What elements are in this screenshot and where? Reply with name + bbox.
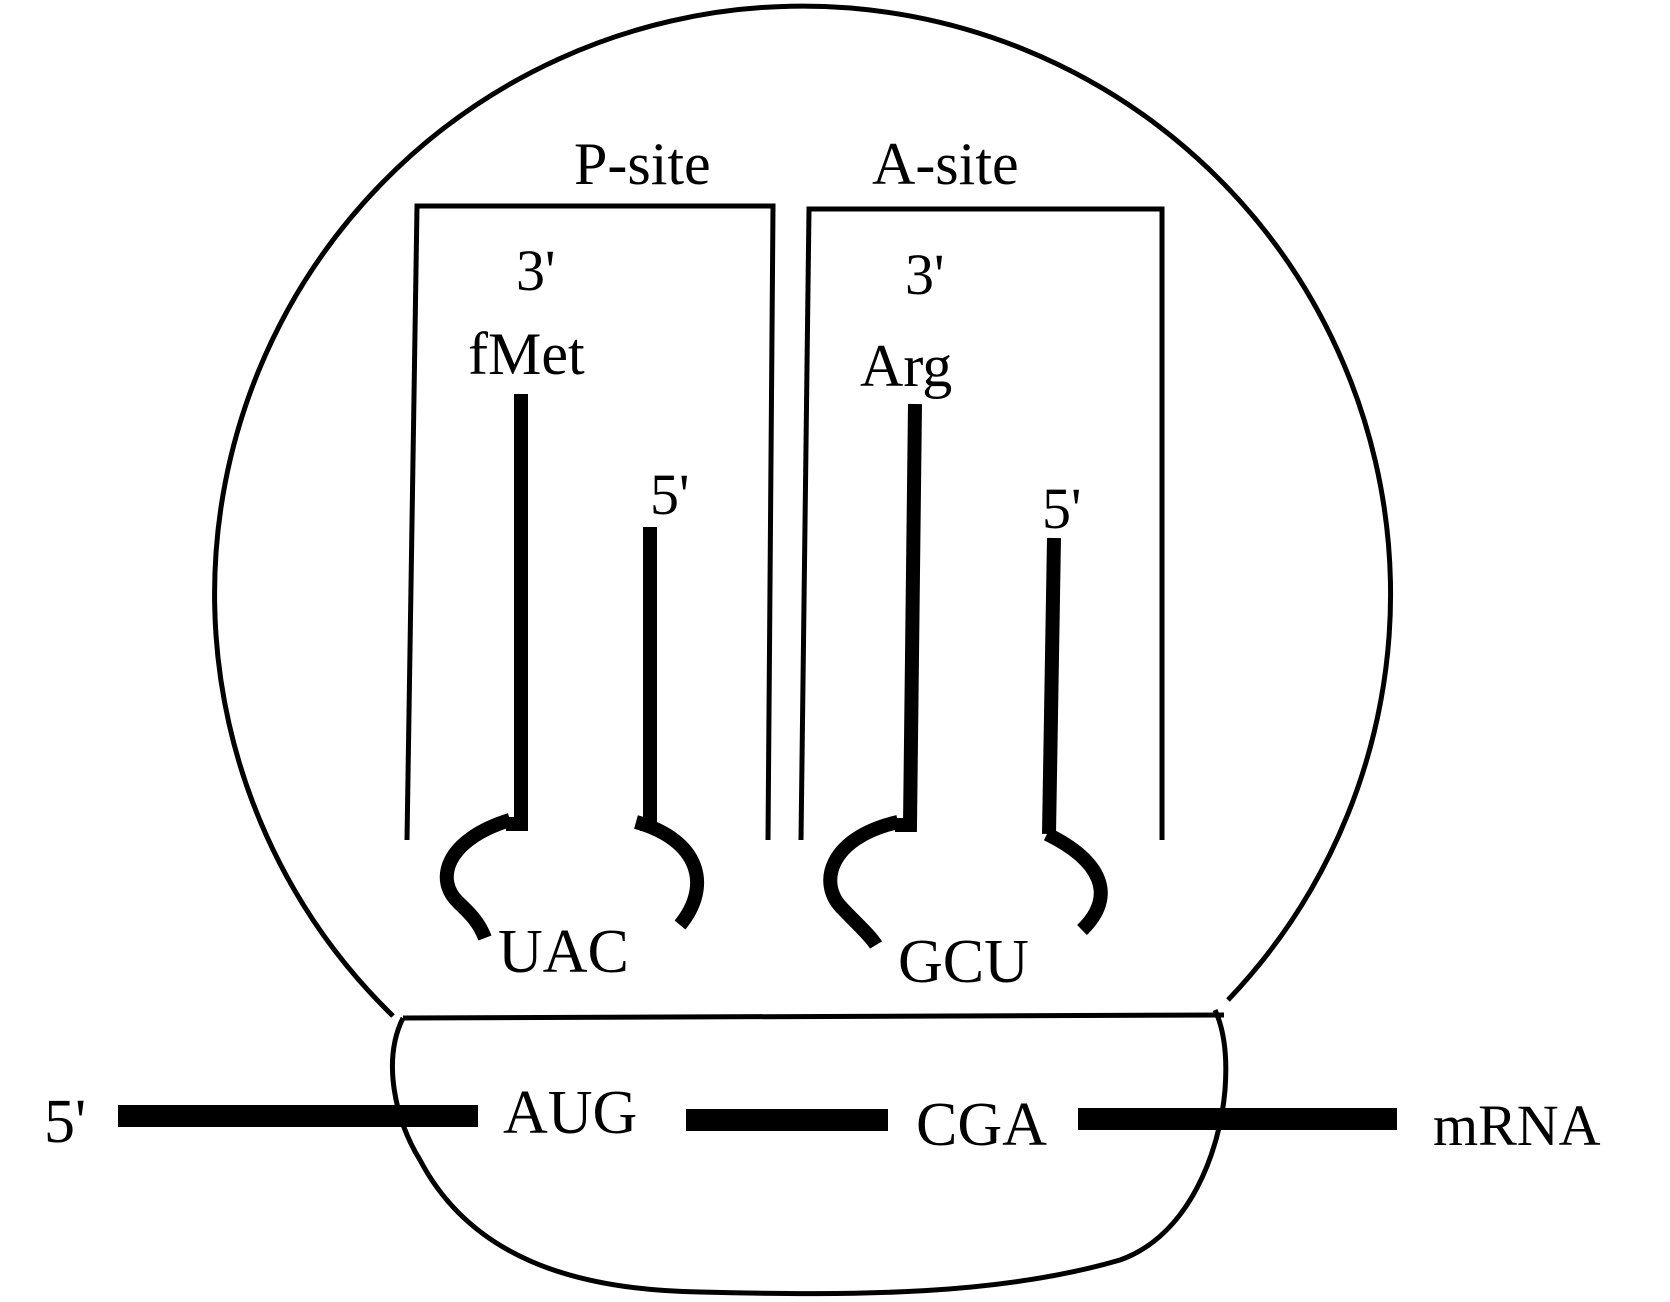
p-trna-amino-acid-label: fMet <box>468 321 585 387</box>
a-trna-anticodon-loop-right <box>1043 827 1108 936</box>
a-trna-five-prime-label: 5' <box>1042 476 1081 541</box>
p-trna-three-prime-label: 3' <box>516 238 555 303</box>
mrna-five-prime-label: 5' <box>44 1088 86 1156</box>
mrna-codon-1-label: AUG <box>503 1079 637 1147</box>
mrna-label: mRNA <box>1433 1093 1601 1158</box>
p-trna-anticodon-loop-right <box>633 815 704 930</box>
small-subunit-outline <box>390 1008 1229 1297</box>
mrna-codon-2-label: CGA <box>916 1091 1047 1159</box>
a-trna-anticodon-loop-left <box>823 815 900 949</box>
a-trna-three-prime-strand <box>895 403 922 832</box>
subunit-interface-line <box>402 1012 1225 1021</box>
p-trna-three-prime-strand <box>506 394 528 831</box>
p-trna-anticodon-label: UAC <box>498 918 629 986</box>
a-trna-anticodon-label: GCU <box>898 928 1029 996</box>
large-subunit-outline <box>212 3 1394 1018</box>
a-site-bracket <box>798 206 1165 841</box>
p-trna-five-prime-strand <box>640 527 657 831</box>
a-trna-amino-acid-label: Arg <box>860 333 952 399</box>
a-trna-three-prime-label: 3' <box>905 242 944 307</box>
p-site-bracket <box>404 203 776 841</box>
p-site-label: P-site <box>574 131 711 197</box>
a-trna-five-prime-strand <box>1042 537 1061 841</box>
p-trna-anticodon-loop-left <box>439 813 513 941</box>
p-trna-five-prime-label: 5' <box>650 462 689 527</box>
a-site-label: A-site <box>872 131 1019 197</box>
